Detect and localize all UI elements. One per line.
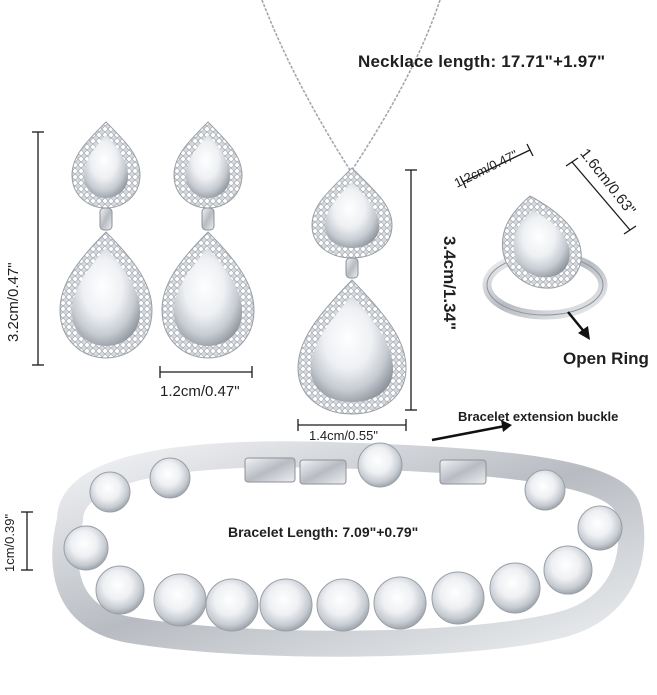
bracelet — [52, 441, 645, 657]
bracelet-clasp — [244, 457, 487, 485]
earring-right — [161, 121, 255, 359]
earring-height-label: 3.2cm/0.47" — [5, 262, 22, 342]
ring — [482, 195, 608, 320]
extension-buckle-label: Bracelet extension buckle — [458, 409, 619, 424]
earring-left — [59, 121, 153, 359]
pendant-width-label: 1.4cm/0.55" — [309, 428, 378, 443]
earring-width-label: 1.2cm/0.47" — [160, 383, 240, 400]
bracelet-width-label: 1cm/0.39" — [2, 513, 17, 572]
bracelet-length-label: Bracelet Length: 7.09"+0.79" — [228, 524, 419, 540]
arrow-icon — [567, 311, 590, 340]
pendant-height-label: 3.4cm/1.34" — [440, 236, 459, 331]
dimension-lines — [21, 131, 637, 571]
necklace-chain — [261, 0, 441, 171]
arrow-icon — [431, 420, 512, 442]
open-ring-label: Open Ring — [563, 349, 649, 368]
necklace-pendant — [297, 167, 407, 415]
bracelet-stones — [63, 442, 623, 632]
necklace-length-label: Necklace length: 17.71"+1.97" — [358, 52, 606, 71]
